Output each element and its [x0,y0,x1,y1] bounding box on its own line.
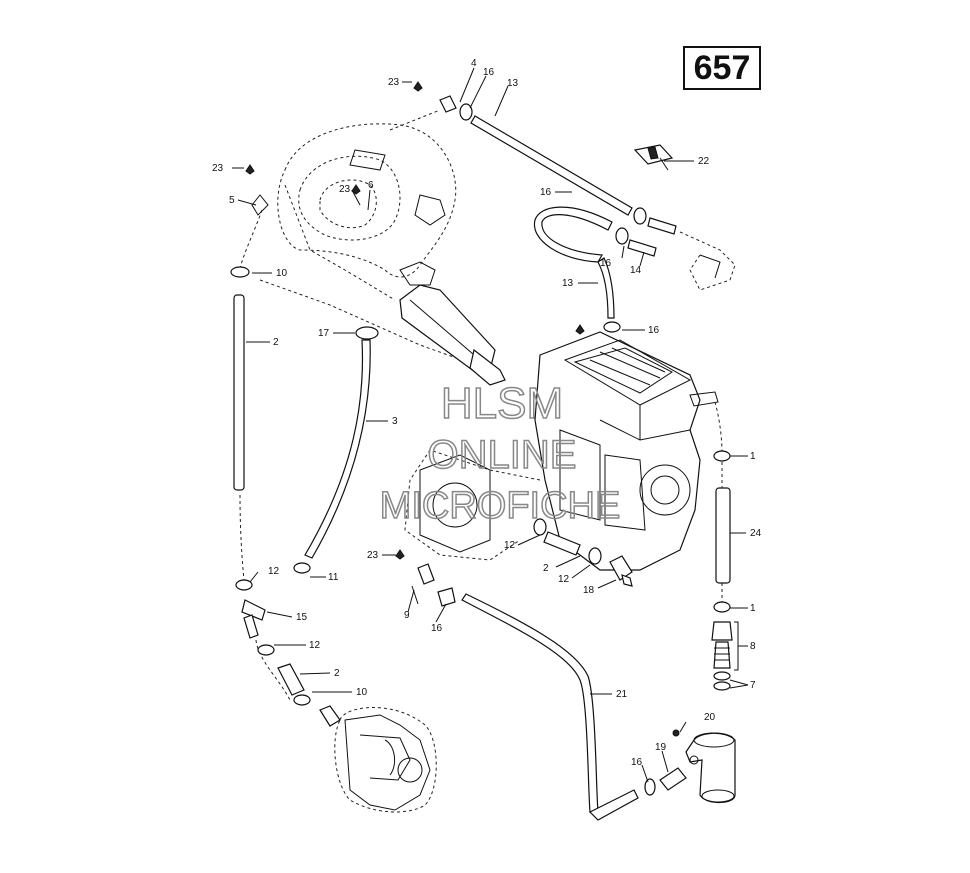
callout: 16 [483,67,495,78]
air-silencer [259,123,506,386]
callout: 15 [296,612,308,623]
watermark-line-2: ONLINE [428,433,577,477]
callout: 12 [504,540,516,551]
callout: 20 [704,712,716,723]
callout: 16 [648,325,660,336]
callout: 2 [273,337,279,348]
callout: 10 [356,687,368,698]
callout: 14 [630,265,642,276]
callout: 12 [558,574,570,585]
callout: 22 [698,156,710,167]
center-fittings [533,518,633,587]
callout: 23 [212,163,224,174]
callout: 21 [616,689,628,700]
callout: 11 [328,572,339,583]
callout-labels: 23 4 16 13 23 5 23 6 10 2 17 3 16 22 16 … [212,58,762,768]
callout: 13 [562,278,574,289]
callout: 23 [388,77,400,88]
callout: 2 [543,563,549,574]
watermark-line-3: MICROFICHE [380,485,621,527]
callout: 3 [392,416,398,427]
callout: 4 [471,58,477,69]
callout: 18 [583,585,595,596]
callout: 16 [540,187,552,198]
callout: 5 [229,195,235,206]
callout: 23 [367,550,379,561]
callout: 13 [507,78,519,89]
callout: 16 [631,757,643,768]
callout: 6 [368,180,374,191]
outlet-elbow [685,732,736,804]
callout: 16 [431,623,443,634]
tube-u-shape [533,206,736,333]
callout: 10 [276,268,288,279]
callout: 12 [309,640,321,651]
pump-housing [334,707,437,813]
drop-markers [245,81,585,560]
callout: 1 [750,451,756,462]
tube-21 [411,563,687,821]
page-number-box: 657 [683,46,761,90]
page-number: 657 [693,48,751,87]
callout: 9 [404,610,410,621]
callout: 19 [655,742,667,753]
hose-3 [293,326,379,574]
clip-22 [633,144,674,171]
hose-assembly-left [230,194,341,727]
tube-13 [389,95,677,235]
leader-lines [232,67,749,783]
engine [404,331,723,571]
callout: 12 [268,566,280,577]
callout: 24 [750,528,762,539]
callout: 7 [750,680,756,691]
callout: 2 [334,668,340,679]
hose-24 [711,450,739,691]
callout: 1 [750,603,756,614]
watermark: HLSM ONLINE MICROFICHE [379,378,621,528]
callout: 17 [318,328,330,339]
callout: 16 [600,258,612,269]
callout: 23 [339,184,351,195]
callout: 8 [750,641,756,652]
watermark-line-1: HLSM [441,379,563,428]
